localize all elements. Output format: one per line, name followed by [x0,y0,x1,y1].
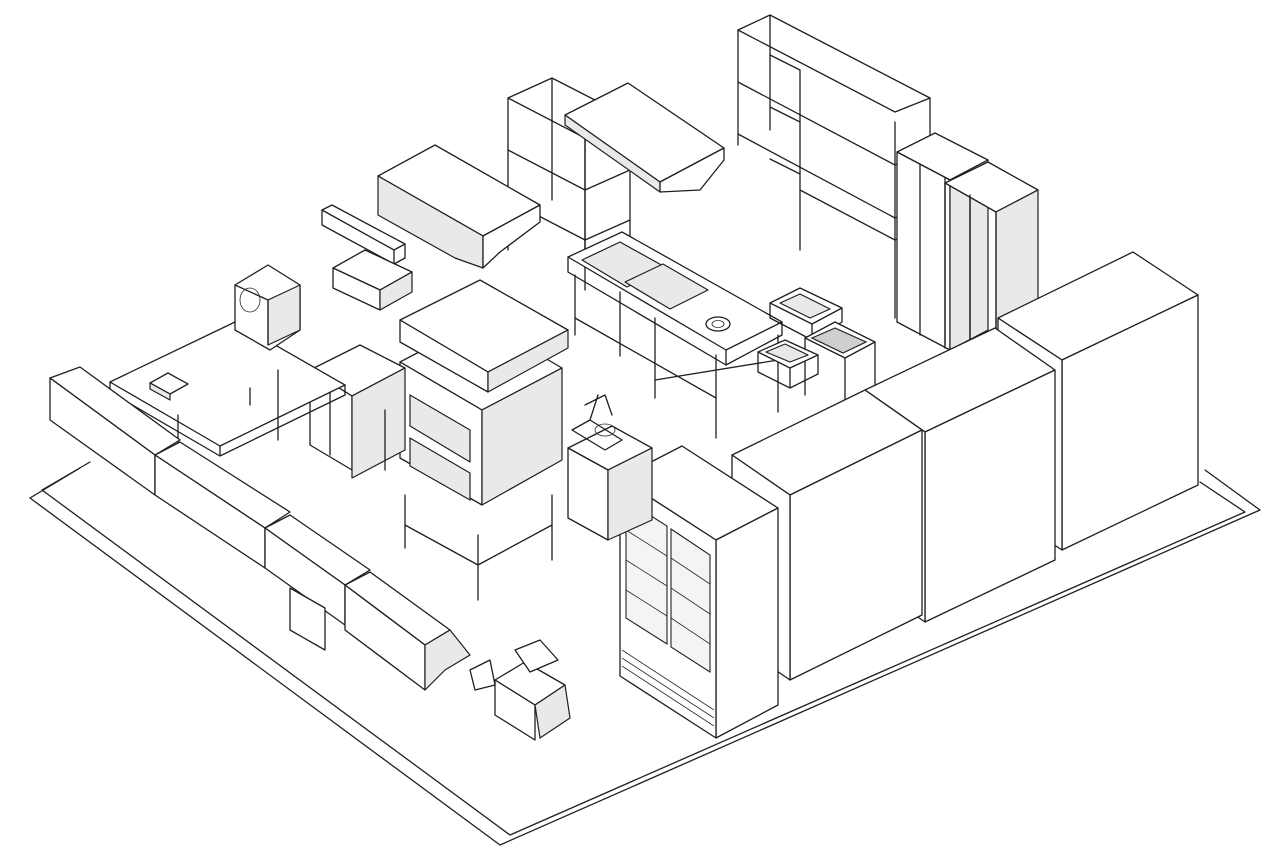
display-counter-1 [49,366,181,496]
locker-unit [896,132,1039,351]
dough-sheeter [234,264,301,351]
stacked-box [332,249,413,311]
display-counter-2 [154,441,291,569]
extraction-hood-rear [564,82,725,193]
prep-table-with-sinks [567,231,783,439]
grated-drainer-unit [804,321,876,416]
pizza-oven-stand [404,494,553,601]
scale [149,372,189,401]
display-counter-3 [264,514,371,651]
hand-wash-sink [769,287,843,341]
small-sink [757,339,819,389]
refrigerated-counter [309,344,406,479]
counter-cabinet [567,425,653,541]
cash-register [469,639,571,741]
shelving-unit-tall-right [737,14,931,319]
meat-slicer [571,394,623,451]
wall-shelf [321,204,406,265]
floor-outline [29,461,1261,846]
glass-door-refrigerator [619,445,779,739]
oven-hood [399,279,569,393]
display-counter-4 [344,571,471,691]
extraction-hood-left [377,144,541,269]
